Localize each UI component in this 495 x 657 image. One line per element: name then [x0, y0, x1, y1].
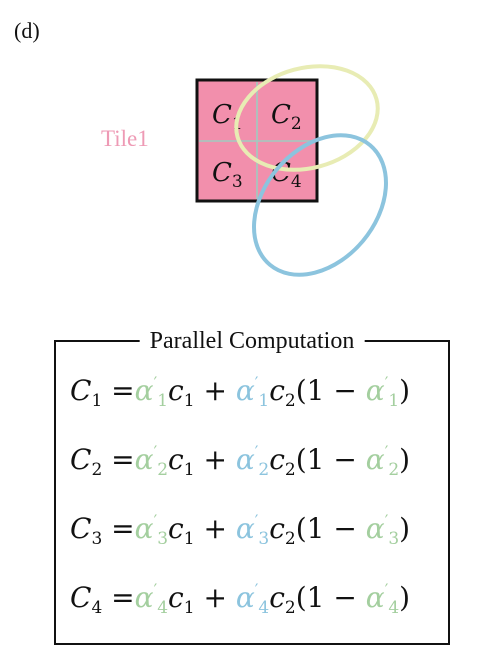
panel-label: (d): [14, 18, 40, 43]
equation-c3: C3 =α′3c1 + α′3c2(1 − α′3): [70, 511, 411, 549]
tile-label: Tile1: [101, 126, 149, 151]
equation-c4: C4 =α′4c1 + α′4c2(1 − α′4): [70, 580, 411, 618]
cell-label-c2: C2: [271, 100, 302, 134]
cell-label-c3: C3: [212, 158, 243, 192]
box-title: Parallel Computation: [139, 327, 365, 355]
tile-diagram: C1 C2 C3 C4: [195, 64, 388, 277]
ellipse-yellow: [234, 64, 380, 172]
ellipse-blue: [252, 133, 388, 277]
equation-c1: C1 =α′1c1 + α′1c2(1 − α′1): [70, 373, 411, 411]
equation-c2: C2 =α′2c1 + α′2c2(1 − α′2): [70, 442, 411, 480]
cell-label-c4: C4: [271, 158, 302, 192]
parallel-computation-box: Parallel Computation C1 =α′1c1 + α′1c2(1…: [54, 327, 450, 645]
